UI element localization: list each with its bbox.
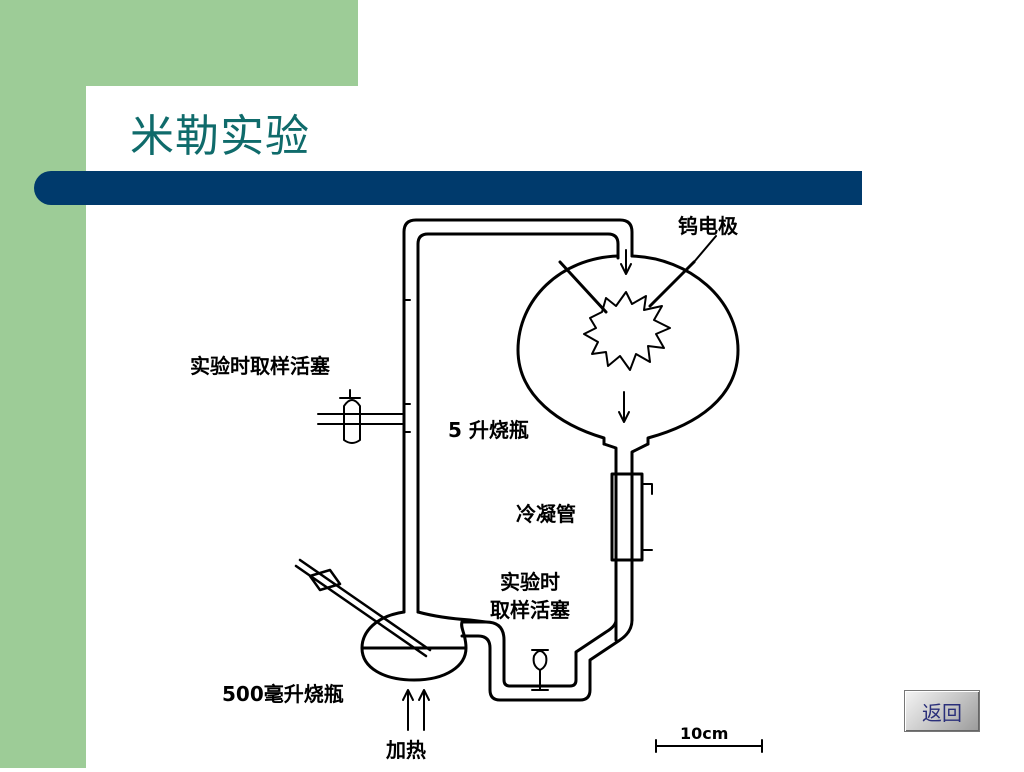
label-sampling-cock-top: 实验时取样活塞	[190, 354, 330, 378]
sampling-cock-bottom	[531, 649, 549, 691]
spark	[583, 291, 671, 371]
apparatus-drawing	[294, 218, 763, 753]
label-scale: 10cm	[680, 724, 729, 743]
electrode-rod	[294, 558, 432, 658]
large-flask	[516, 254, 740, 446]
scale-bar	[655, 739, 763, 753]
left-marker-lines	[403, 299, 411, 433]
flask-neck	[602, 442, 650, 642]
condenser-jacket	[610, 472, 644, 562]
electrode-pointer	[693, 235, 717, 263]
miller-experiment-diagram: 钨电极 实验时取样活塞 5 升烧瓶 冷凝管 实验时 取样活塞 500毫升烧瓶 加…	[150, 210, 830, 768]
green-left-band	[0, 0, 86, 768]
label-sampling-cock-bottom-2: 取样活塞	[490, 598, 570, 622]
label-tungsten-electrode: 钨电极	[678, 214, 738, 238]
label-heating: 加热	[386, 738, 426, 762]
label-flask-5l: 5 升烧瓶	[448, 418, 529, 442]
lower-connector	[416, 610, 488, 624]
flow-arrow-top	[620, 249, 632, 275]
electrode-left	[558, 260, 608, 314]
heating-arrow-left	[402, 689, 414, 731]
heating-arrow-right	[418, 689, 430, 731]
tube-outer	[402, 218, 634, 614]
slide-title: 米勒实验	[130, 111, 310, 162]
label-flask-500ml: 500毫升烧瓶	[222, 682, 344, 706]
electrode-right	[648, 260, 696, 308]
label-sampling-cock-bottom-1: 实验时	[500, 570, 560, 594]
tube-inner	[416, 232, 620, 614]
condenser-ports	[641, 483, 653, 551]
title-underline-bar	[34, 171, 862, 205]
sampling-cock-top	[317, 389, 405, 444]
back-button[interactable]: 返回	[904, 690, 980, 732]
label-condenser: 冷凝管	[516, 502, 576, 526]
flow-arrow-mid	[618, 391, 630, 423]
